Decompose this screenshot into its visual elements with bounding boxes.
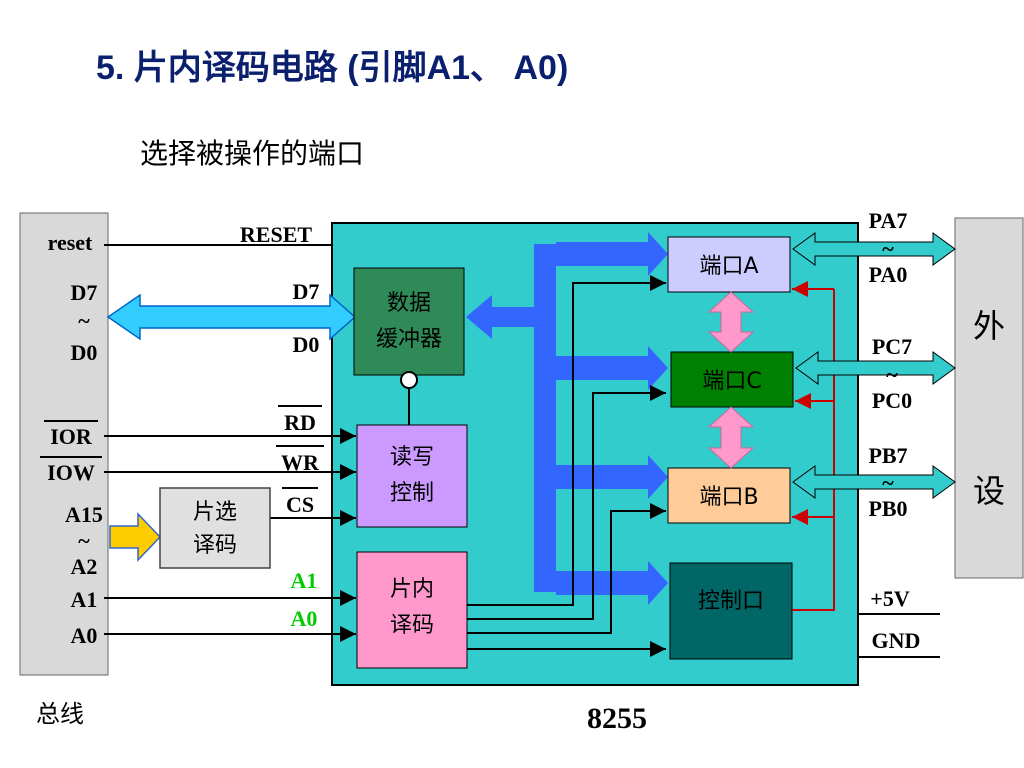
internal-bus-arrow-left <box>466 295 536 339</box>
port-a-label: 端口A <box>699 254 758 279</box>
bus-d0-label: D0 <box>71 340 98 365</box>
pin-vcc-label: +5V <box>870 586 910 611</box>
data-buffer-line2: 缓冲器 <box>376 327 442 352</box>
pin-reset-label: RESET <box>240 222 312 247</box>
buffer-junction <box>400 371 418 389</box>
pin-wr-label: WR <box>281 450 320 475</box>
system-bus-panel <box>19 212 109 676</box>
internal-decoder-line2: 译码 <box>390 613 434 638</box>
bus-d-tilde: ~ <box>78 308 90 333</box>
pin-d7-label: D7 <box>293 279 320 304</box>
bus-ior-label: IOR <box>50 424 93 449</box>
rw-control-box <box>356 424 468 528</box>
chip-select-decoder-box <box>159 487 271 569</box>
port-a-c-arrow <box>707 291 755 353</box>
bus-a15-label: A15 <box>65 502 103 527</box>
port-b-external-arrow <box>792 465 956 499</box>
bus-iow-label: IOW <box>47 460 95 485</box>
decode-line-port-b <box>467 503 666 634</box>
port-b-label: 端口B <box>699 485 758 510</box>
address-high-arrow <box>109 512 162 562</box>
control-port-box <box>669 562 793 660</box>
port-b-box <box>667 467 791 524</box>
port-c-label: 端口C <box>702 369 761 394</box>
page-title: 5. 片内译码电路 (引脚A1、 A0) <box>96 49 569 87</box>
bus-to-port-a <box>556 232 668 276</box>
chip-name-label: 8255 <box>587 702 647 735</box>
page-subtitle: 选择被操作的端口 <box>140 137 365 170</box>
peripheral-line2: 设 <box>973 472 1005 510</box>
pin-d0-label: D0 <box>293 332 320 357</box>
decode-line-port-a <box>467 275 666 606</box>
pin-rd-label: RD <box>284 410 316 435</box>
port-c-box <box>670 351 794 408</box>
bus-a1-label: A1 <box>71 587 98 612</box>
pin-a1-label: A1 <box>291 568 318 593</box>
chip-select-decoder-line1: 片选 <box>193 500 237 525</box>
pin-pc0-label: PC0 <box>872 388 912 413</box>
pin-cs-label: CS <box>286 492 314 517</box>
bus-caption: 总线 <box>36 700 84 728</box>
bus-d7-label: D7 <box>71 280 98 305</box>
data-buffer-box <box>353 267 465 376</box>
port-c-external-arrow <box>795 351 956 385</box>
peripheral-panel <box>954 217 1024 579</box>
decode-line-port-c <box>467 385 666 620</box>
bus-to-port-b <box>556 455 668 499</box>
internal-bus-vertical <box>534 244 556 592</box>
pin-pc-tilde: ~ <box>886 362 898 387</box>
bus-a0-label: A0 <box>71 623 98 648</box>
pin-pb-tilde: ~ <box>882 470 894 495</box>
internal-decoder-box <box>356 551 468 669</box>
bus-reset-label: reset <box>48 230 93 255</box>
pin-pb7-label: PB7 <box>868 443 907 468</box>
pin-pa7-label: PA7 <box>869 208 908 233</box>
port-a-box <box>667 236 791 293</box>
pin-pa0-label: PA0 <box>869 262 908 287</box>
pin-pc7-label: PC7 <box>872 334 912 359</box>
peripheral-line1: 外 <box>973 307 1005 345</box>
bus-a2-label: A2 <box>71 554 98 579</box>
port-c-b-arrow <box>707 406 755 469</box>
rw-control-line1: 读写 <box>390 445 434 470</box>
port-a-external-arrow <box>792 232 956 266</box>
pin-pa-tilde: ~ <box>882 236 894 261</box>
control-port-label: 控制口 <box>698 589 764 614</box>
chip-select-decoder-line2: 译码 <box>193 533 237 558</box>
bus-to-port-c <box>556 346 668 390</box>
pin-a0-label: A0 <box>291 606 318 631</box>
rw-control-line2: 控制 <box>390 481 434 506</box>
pin-pb0-label: PB0 <box>868 496 907 521</box>
pin-gnd-label: GND <box>872 628 921 653</box>
internal-decoder-line1: 片内 <box>390 577 434 602</box>
data-buffer-line1: 数据 <box>387 291 431 316</box>
bus-a-tilde: ~ <box>78 528 90 553</box>
control-feedback-line <box>792 289 835 611</box>
